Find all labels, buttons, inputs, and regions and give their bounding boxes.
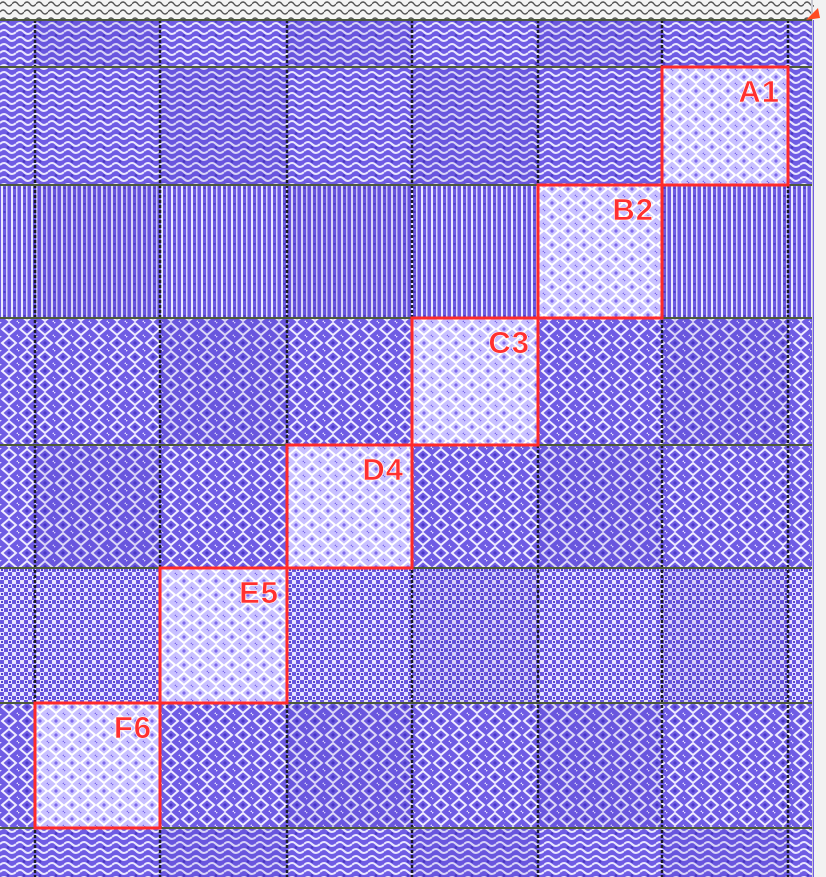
weave-cell-tint bbox=[35, 445, 160, 568]
weave-cell-tint bbox=[287, 20, 412, 67]
block-label: E5 bbox=[239, 575, 279, 610]
weave-cell-tint bbox=[160, 318, 287, 445]
weave-cell-tint bbox=[287, 185, 412, 318]
highlight-block-c3: C3 bbox=[412, 318, 538, 445]
highlight-block-a1: A1 bbox=[662, 67, 788, 185]
right-margin bbox=[814, 0, 826, 877]
weave-cell-tint bbox=[662, 318, 788, 445]
highlight-block-e5: E5 bbox=[160, 568, 287, 703]
block-label: B2 bbox=[612, 192, 654, 227]
block-label: A1 bbox=[738, 74, 780, 109]
highlight-block-d4: D4 bbox=[287, 445, 412, 568]
weave-cell-tint bbox=[538, 20, 662, 67]
block-label: D4 bbox=[362, 452, 404, 487]
block-label: C3 bbox=[488, 325, 530, 360]
weave-cell-tint bbox=[160, 67, 287, 185]
weave-cell-tint bbox=[662, 828, 788, 877]
weave-cell-tint bbox=[160, 828, 287, 877]
block-label: F6 bbox=[114, 710, 152, 745]
weave-cell-tint bbox=[662, 568, 788, 703]
weave-cell-tint bbox=[412, 568, 538, 703]
highlight-block-f6: F6 bbox=[35, 703, 160, 828]
weave-cell-tint bbox=[287, 703, 412, 828]
weave-cell-tint bbox=[412, 67, 538, 185]
weave-cell-tint bbox=[35, 20, 160, 67]
top-wave-band bbox=[0, 0, 816, 20]
weave-cell-tint bbox=[538, 703, 662, 828]
weave-cell-tint bbox=[35, 185, 160, 318]
weave-cell-tint bbox=[538, 445, 662, 568]
highlight-block-b2: B2 bbox=[538, 185, 662, 318]
weave-cell-tint bbox=[412, 828, 538, 877]
